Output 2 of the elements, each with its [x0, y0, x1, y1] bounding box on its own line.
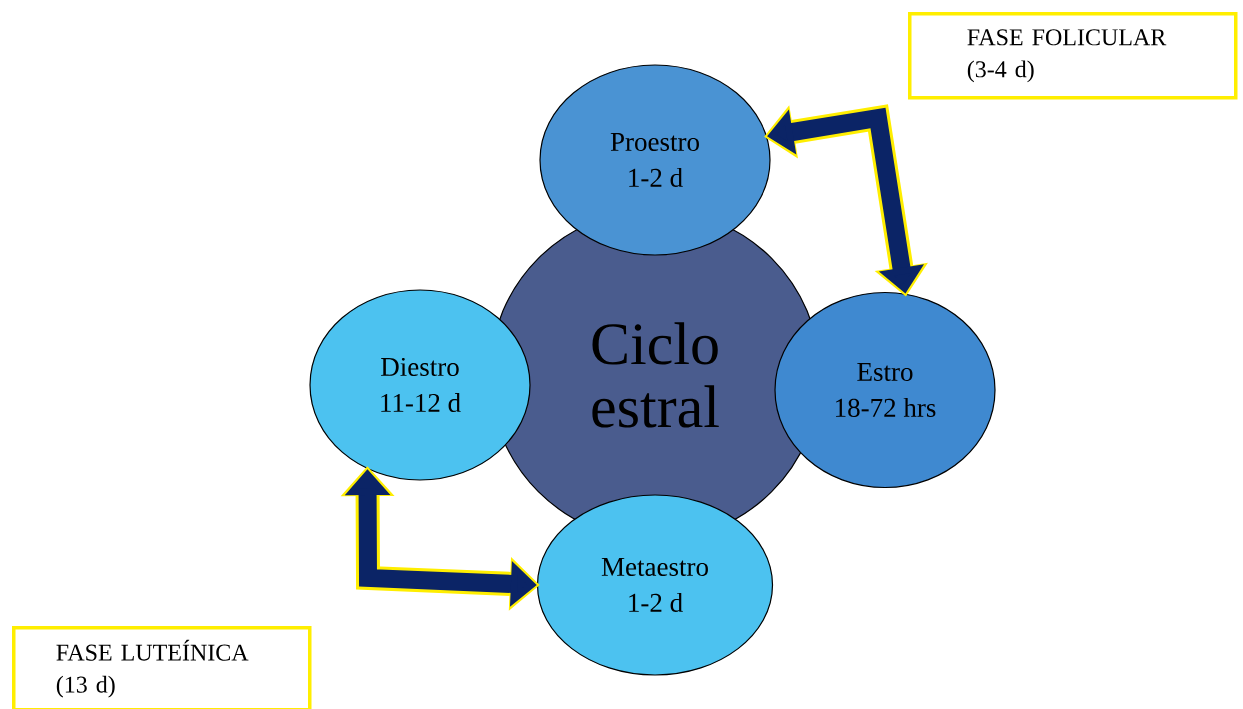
label-box: FASE FOLICULAR (3-4 d) — [908, 12, 1238, 100]
label-box: FASE LUTEÍNICA (13 d) — [12, 626, 312, 709]
